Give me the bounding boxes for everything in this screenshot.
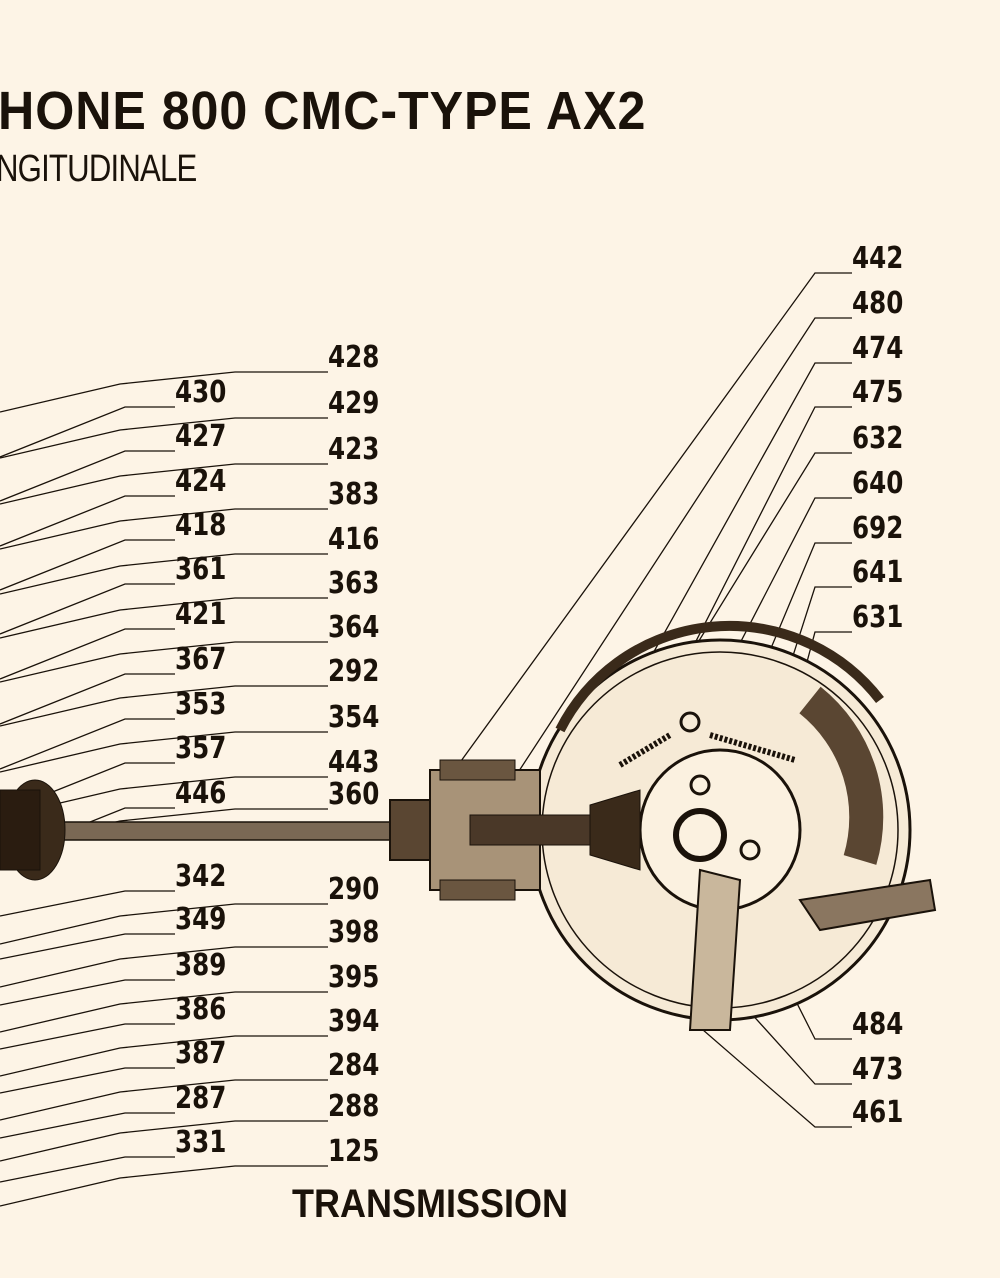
part-number-label: 284 [328, 1048, 380, 1083]
part-number-label: 421 [175, 597, 227, 632]
part-number-label: 423 [328, 432, 380, 467]
part-number-label: 461 [852, 1095, 904, 1130]
leader-line [0, 583, 175, 635]
part-number-label: 361 [175, 552, 227, 587]
page-subtitle: NGITUDINALE [0, 148, 197, 190]
part-number-label: 474 [852, 331, 904, 366]
leader-line [0, 508, 328, 550]
part-number-label: 484 [852, 1007, 904, 1042]
part-number-label: 292 [328, 654, 380, 689]
part-number-label: 631 [852, 600, 904, 635]
part-number-label: 446 [175, 776, 227, 811]
part-number-label: 331 [175, 1125, 227, 1160]
part-number-label: 427 [175, 419, 227, 454]
part-number-label: 383 [328, 477, 380, 512]
part-number-label: 125 [328, 1134, 380, 1169]
part-number-label: 386 [175, 992, 227, 1027]
part-number-label: 398 [328, 915, 380, 950]
part-number-label: 290 [328, 872, 380, 907]
brake-drum [528, 620, 937, 1031]
leader-line [0, 1067, 175, 1094]
leader-line [0, 417, 328, 459]
part-number-label: 416 [328, 522, 380, 557]
part-number-label: 360 [328, 777, 380, 812]
leader-line [0, 933, 175, 960]
leader-line [0, 890, 175, 917]
leader-line [0, 495, 175, 547]
part-number-label: 443 [328, 745, 380, 780]
part-number-label: 357 [175, 731, 227, 766]
leader-line [679, 1009, 852, 1128]
leader-line [0, 1156, 175, 1183]
leader-line [0, 553, 328, 595]
part-number-label: 480 [852, 286, 904, 321]
leader-line [0, 1165, 328, 1207]
part-number-label: 363 [328, 566, 380, 601]
part-number-label: 354 [328, 700, 380, 735]
leader-line [0, 1120, 328, 1162]
leader-line [0, 463, 328, 505]
part-number-label: 287 [175, 1081, 227, 1116]
part-number-label: 640 [852, 466, 904, 501]
part-number-label: 367 [175, 642, 227, 677]
part-number-label: 389 [175, 948, 227, 983]
leader-line [0, 991, 328, 1033]
leader-line [0, 597, 328, 639]
section-title: TRANSMISSION [292, 1182, 569, 1226]
part-number-label: 349 [175, 902, 227, 937]
part-number-label: 288 [328, 1089, 380, 1124]
part-number-label: 418 [175, 508, 227, 543]
part-number-label: 473 [852, 1052, 904, 1087]
page-title: HONE 800 CMC-TYPE AX2 [0, 81, 647, 141]
part-number-label: 475 [852, 375, 904, 410]
leader-line [0, 979, 175, 1006]
leader-line [499, 317, 852, 801]
part-number-label: 387 [175, 1036, 227, 1071]
leader-line [0, 673, 175, 725]
part-number-label: 641 [852, 555, 904, 590]
part-number-label: 692 [852, 511, 904, 546]
part-number-label: 428 [328, 340, 380, 375]
leader-line [0, 903, 328, 945]
part-number-label: 342 [175, 859, 227, 894]
leader-line [0, 406, 175, 458]
part-number-label: 424 [175, 464, 227, 499]
leader-line [0, 628, 175, 680]
part-number-label: 364 [328, 610, 380, 645]
leader-line [0, 450, 175, 502]
leader-line [0, 371, 328, 413]
part-number-label: 353 [175, 687, 227, 722]
part-number-label: 429 [328, 386, 380, 421]
leader-line [729, 989, 852, 1085]
leader-line [0, 731, 328, 773]
part-number-label: 394 [328, 1004, 380, 1039]
leader-line [0, 1112, 175, 1139]
leader-line [0, 685, 328, 727]
leader-line [0, 1079, 328, 1121]
part-number-label: 632 [852, 421, 904, 456]
leader-line [0, 641, 328, 683]
leader-line [0, 1035, 328, 1077]
part-number-label: 430 [175, 375, 227, 410]
leader-line [439, 272, 852, 791]
leader-line [0, 946, 328, 988]
leader-line [0, 539, 175, 591]
part-number-label: 395 [328, 960, 380, 995]
leader-line [0, 1023, 175, 1050]
part-number-label: 442 [852, 241, 904, 276]
drive-shaft-and-housing [0, 759, 641, 901]
leader-line [0, 718, 175, 770]
